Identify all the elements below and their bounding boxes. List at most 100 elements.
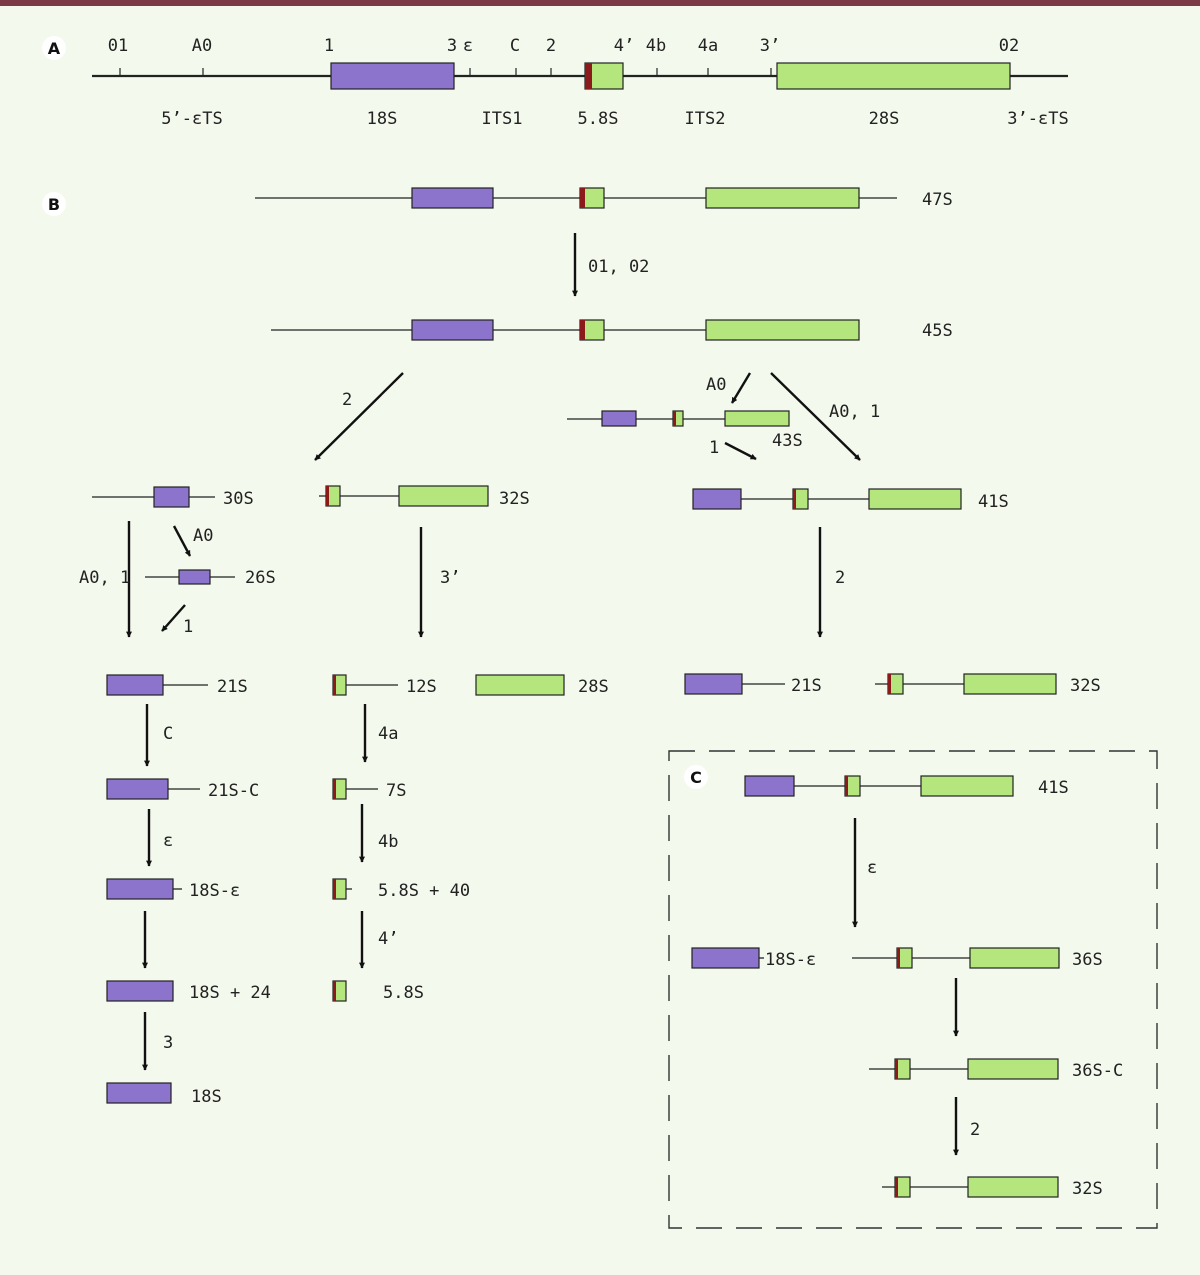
molecule-45s: 45S	[271, 319, 953, 341]
panel-b: B 47S 01, 02 45S 2 A0 A0, 1	[42, 187, 1101, 1107]
c-molecule-18s-e: 18S-ɛ	[691, 947, 816, 970]
molecule-43s: 43S	[567, 410, 803, 451]
step-45s-43s: A0	[706, 375, 726, 395]
c-step-41s-36s: ɛ	[867, 858, 877, 878]
site-label-c: C	[510, 36, 520, 56]
step-7s-5-8s-40: 4b	[378, 832, 398, 852]
region-label-3ets: 3’-ɛTS	[1007, 109, 1068, 129]
label-28s: 28S	[578, 677, 609, 697]
region-label-5-8s: 5.8S	[578, 109, 619, 129]
molecule-18s-24: 18S + 24	[106, 980, 271, 1003]
molecule-21s-c: 21S-C	[106, 778, 259, 801]
step-45s-30s: 2	[342, 390, 352, 410]
c-label-41s: 41S	[1038, 778, 1069, 798]
step-21s-c-18s-e: ɛ	[163, 831, 173, 851]
label-43s: 43S	[772, 431, 803, 451]
step-45s-41s: A0, 1	[829, 402, 880, 422]
region-label-its1: ITS1	[482, 109, 523, 129]
step-32s-12s: 3’	[440, 568, 460, 588]
site-label-2: 2	[546, 36, 556, 56]
segment-5-8s-marker	[585, 63, 592, 89]
molecule-28s: 28S	[475, 674, 609, 697]
c-label-36s: 36S	[1072, 950, 1103, 970]
molecule-5-8s-40: 5.8S + 40	[332, 878, 470, 901]
arrow-45s-to-43s	[730, 372, 752, 404]
molecule-18s: 18S	[106, 1082, 222, 1107]
label-21s-c: 21S-C	[208, 781, 259, 801]
site-label-e: ɛ	[463, 36, 473, 56]
molecule-32s-right: 32S	[875, 673, 1101, 696]
molecule-21s-left: 21S	[106, 674, 248, 697]
label-21s-left: 21S	[217, 677, 248, 697]
molecule-21s-right: 21S	[684, 673, 822, 696]
region-label-5ets: 5’-ɛTS	[161, 109, 222, 129]
label-30s: 30S	[223, 489, 254, 509]
label-26s: 26S	[245, 568, 276, 588]
step-30s-21s: A0, 1	[79, 568, 130, 588]
c-molecule-36s-c: 36S-C	[869, 1058, 1123, 1081]
label-18s: 18S	[191, 1087, 222, 1107]
panel-a: A 01 A0 1 3 ɛ C 2 4’ 4b 4a 3’ 02 5’-ɛTS …	[42, 36, 1069, 129]
step-26s-21s: 1	[183, 617, 193, 637]
molecule-32s: 32S	[319, 485, 530, 509]
c-label-18s-e: 18S-ɛ	[765, 950, 816, 970]
label-5-8s-40: 5.8S + 40	[378, 881, 470, 901]
molecule-7s: 7S	[332, 778, 406, 801]
panel-c-dashed-frame	[668, 750, 1158, 1229]
step-47s-45s: 01, 02	[588, 257, 649, 277]
panel-c: C 41S ɛ 18S-ɛ 36S	[668, 750, 1158, 1229]
molecule-18s-e: 18S-ɛ	[106, 878, 240, 901]
panel-a-label: A	[48, 39, 61, 58]
label-21s-right: 21S	[791, 676, 822, 696]
site-label-02: 02	[999, 36, 1019, 56]
molecule-41s: 41S	[692, 488, 1009, 512]
molecule-12s: 12S	[332, 674, 437, 697]
c-molecule-36s: 36S	[852, 947, 1103, 970]
arrow-26s-to-21s	[161, 604, 186, 632]
arrow-45s-to-30s-32s	[314, 372, 404, 461]
region-label-28s: 28S	[869, 109, 900, 129]
arrow-45s-to-41s	[770, 372, 861, 461]
label-47s: 47S	[922, 190, 953, 210]
c-step-36s-c-32s: 2	[970, 1120, 980, 1140]
site-label-a0: A0	[192, 36, 212, 56]
label-41s: 41S	[978, 492, 1009, 512]
label-12s: 12S	[406, 677, 437, 697]
region-label-its2: ITS2	[685, 109, 726, 129]
molecule-26s: 26S	[145, 568, 276, 588]
molecule-5-8s: 5.8S	[332, 980, 424, 1003]
region-label-18s: 18S	[367, 109, 398, 129]
label-7s: 7S	[386, 781, 406, 801]
site-label-4b: 4b	[646, 36, 666, 56]
arrow-43s-to-41s	[724, 441, 757, 461]
site-label-1: 1	[324, 36, 334, 56]
segment-18s	[330, 62, 455, 90]
step-5-8s-40-5-8s: 4’	[378, 929, 398, 949]
step-43s-41s: 1	[709, 438, 719, 458]
site-label-3prime: 3’	[760, 36, 780, 56]
site-label-3: 3	[447, 36, 457, 56]
panel-a-badge	[42, 36, 66, 60]
segment-28s	[776, 62, 1011, 90]
panel-b-badge	[42, 192, 66, 216]
top-rule	[0, 0, 1200, 6]
step-18s-24-18s: 3	[163, 1033, 173, 1053]
step-12s-7s: 4a	[378, 724, 398, 744]
site-label-4prime: 4’	[614, 36, 634, 56]
molecule-47s: 47S	[255, 187, 953, 210]
panel-b-label: B	[48, 195, 60, 214]
site-label-01: 01	[108, 36, 128, 56]
panel-c-label: C	[690, 768, 702, 787]
molecule-30s: 30S	[92, 486, 254, 509]
c-label-36s-c: 36S-C	[1072, 1061, 1123, 1081]
c-label-32s: 32S	[1072, 1179, 1103, 1199]
label-32s-right: 32S	[1070, 676, 1101, 696]
step-30s-26s: A0	[193, 526, 213, 546]
site-label-4a: 4a	[698, 36, 718, 56]
c-molecule-32s: 32S	[882, 1176, 1103, 1199]
step-41s-21s: 2	[835, 568, 845, 588]
label-18s-e: 18S-ɛ	[189, 881, 240, 901]
panel-c-badge	[684, 765, 708, 789]
label-45s: 45S	[922, 321, 953, 341]
